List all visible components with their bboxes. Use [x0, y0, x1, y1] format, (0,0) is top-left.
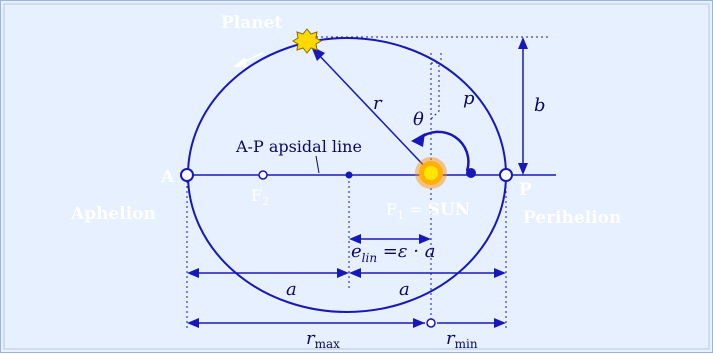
b-label: b — [534, 95, 546, 116]
rmin-origin-dot — [426, 318, 436, 328]
p-point — [466, 168, 476, 178]
r-label: r — [373, 93, 383, 114]
sun-icon — [415, 157, 447, 189]
rmin-label: rmin — [446, 328, 478, 351]
p-bracket — [430, 62, 440, 120]
f1-sun-label: F1 = SUN — [386, 200, 470, 222]
perihelion-point — [499, 168, 513, 182]
aphelion-label: Aphelion — [70, 204, 156, 224]
diagram-panel — [3, 3, 710, 350]
perihelion-letter: P — [519, 180, 532, 200]
f2-focus-point — [258, 170, 268, 180]
b-arrow-head-bottom — [518, 163, 528, 175]
a-left-head-r — [337, 268, 349, 278]
f2-label: F2 — [251, 186, 269, 208]
apsidal-line-label: A-P apsidal line — [235, 137, 362, 156]
rmax-label: rmax — [306, 328, 340, 351]
aphelion-point — [180, 168, 194, 182]
rmax-head-r — [413, 318, 425, 328]
p-label: p — [463, 88, 475, 109]
planet-motion-head — [233, 57, 247, 67]
radius-vector — [316, 52, 430, 172]
planet-icon — [292, 28, 322, 54]
elin-head-l — [349, 234, 361, 244]
center-point — [345, 171, 353, 179]
rmin-head-r — [494, 318, 506, 328]
a-right-head-l — [349, 268, 361, 278]
aphelion-letter: A — [160, 167, 175, 187]
a-right-label: a — [399, 279, 410, 300]
perihelion-label: Perihelion — [523, 208, 621, 228]
elin-head-r — [419, 234, 431, 244]
theta-label: θ — [413, 109, 424, 130]
elin-label: elin =ε · a — [351, 241, 435, 265]
theta-arrow-head — [411, 133, 425, 147]
theta-arc — [418, 130, 470, 172]
apsidal-pointer — [315, 155, 320, 174]
planet-label: Planet — [221, 13, 282, 33]
a-left-label: a — [286, 279, 297, 300]
rmax-head-l — [187, 318, 199, 328]
b-arrow-head-top — [518, 37, 528, 49]
a-left-head-l — [187, 268, 199, 278]
radius-arrow-head — [311, 46, 325, 61]
a-right-head-r — [494, 268, 506, 278]
